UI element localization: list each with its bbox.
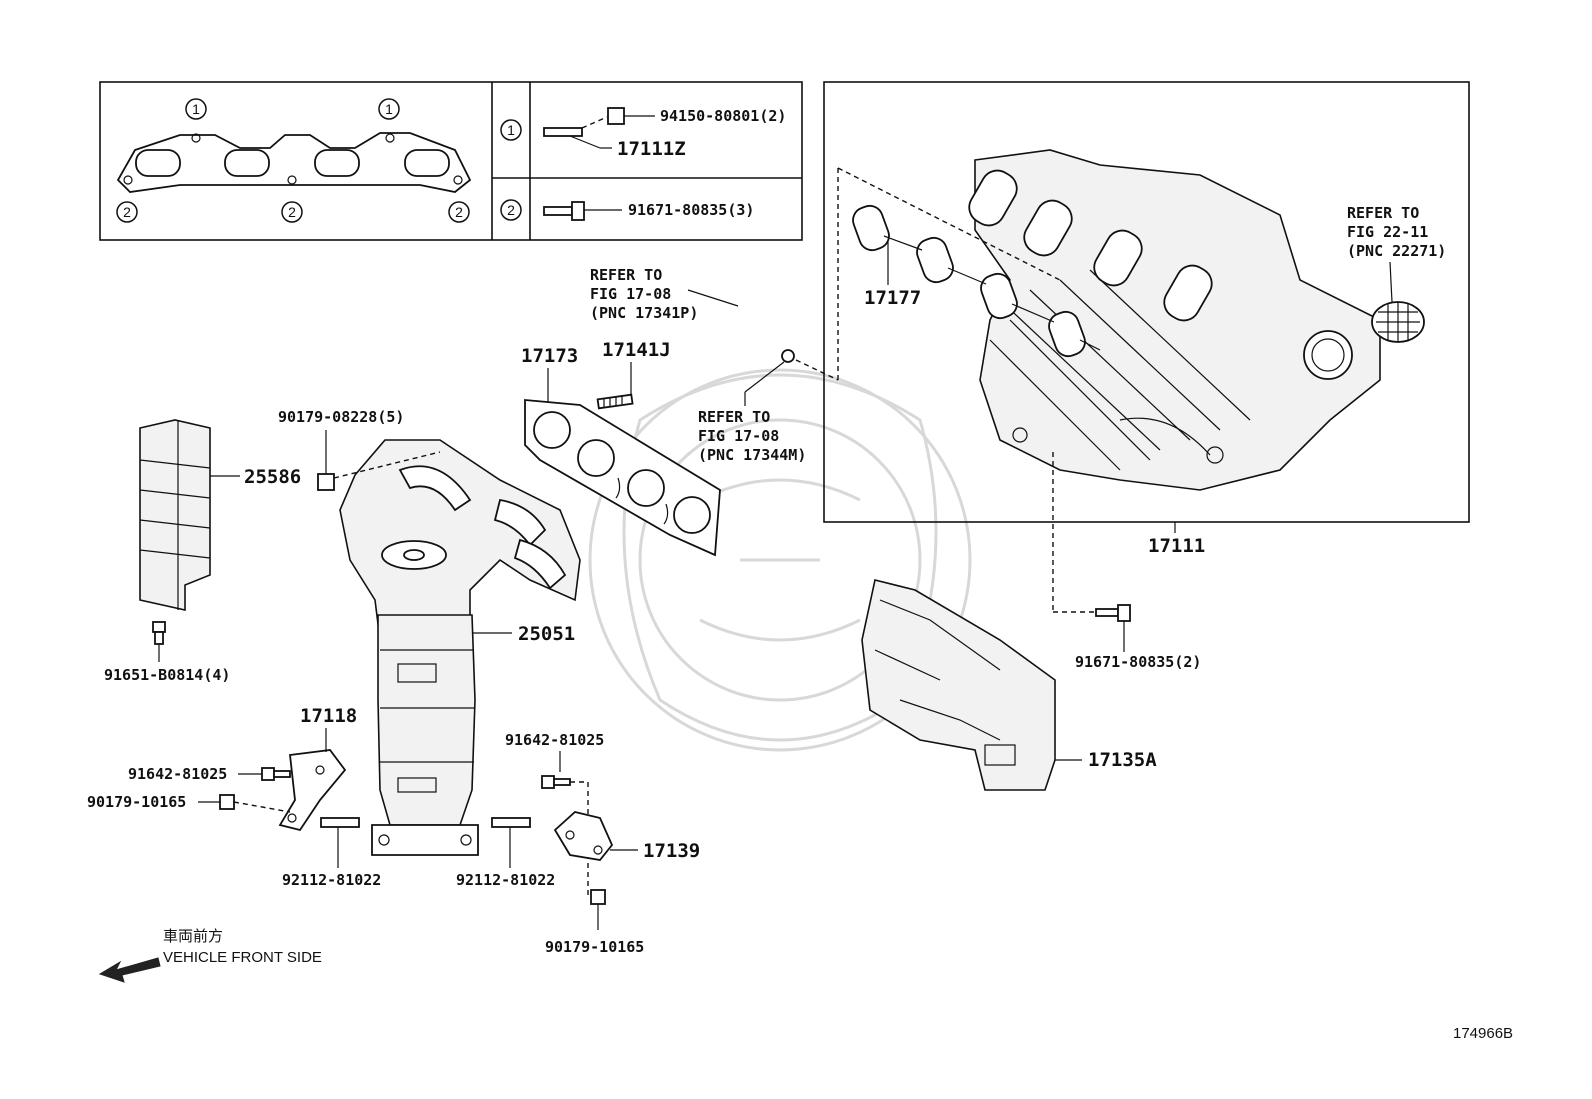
- label-90179-10165-left: 90179-10165: [87, 793, 186, 811]
- intake-manifold-box: 17177 REFER TO FIG 22-11 (PNC 22271): [823, 81, 1470, 523]
- label-91671-80835-2: 91671-80835(2): [1075, 653, 1201, 671]
- label-17111: 17111: [1148, 535, 1205, 557]
- stud-92112-81022-right: [491, 817, 531, 828]
- vehicle-front-jp: 車両前方: [163, 928, 223, 945]
- refer-to-22-11-line2: FIG 22-11: [1347, 223, 1428, 241]
- refer-to-17344m-line2: FIG 17-08: [698, 427, 779, 445]
- refer-to-22-11-line1: REFER TO: [1347, 204, 1419, 222]
- label-91642-81025-right: 91642-81025: [505, 731, 604, 749]
- legend-row-2: 2 91671-80835(3): [500, 199, 754, 221]
- label-91671-80835-3: 91671-80835(3): [628, 201, 754, 219]
- callout-circle-2b: 2: [281, 201, 303, 223]
- label-17177: 17177: [864, 287, 921, 309]
- svg-text:2: 2: [507, 202, 515, 218]
- refer-to-17341p-line1: REFER TO: [590, 266, 662, 284]
- svg-text:2: 2: [123, 204, 131, 220]
- svg-text:1: 1: [192, 101, 200, 117]
- vehicle-front-arrow: [98, 957, 161, 983]
- exhaust-gasket-17173: [524, 399, 721, 557]
- label-94150-80801: 94150-80801(2): [660, 107, 786, 125]
- manifold-insulator-17135a: [861, 579, 1056, 791]
- intake-gaskets-17177: [852, 204, 1101, 358]
- label-25586: 25586: [244, 466, 301, 488]
- callout-circle-2c: 2: [448, 201, 470, 223]
- callout-circle-1a: 1: [185, 98, 207, 120]
- intake-manifold: [968, 149, 1381, 491]
- label-17135a: 17135A: [1088, 749, 1157, 771]
- label-91642-81025-left: 91642-81025: [128, 765, 227, 783]
- label-17173: 17173: [521, 345, 578, 367]
- svg-text:2: 2: [455, 204, 463, 220]
- bracket-17139: [553, 811, 614, 861]
- bracket-17118: [278, 749, 347, 832]
- figure-id: 174966B: [1453, 1025, 1513, 1042]
- svg-text:1: 1: [385, 101, 393, 117]
- bolt-91651-b0814: [152, 621, 166, 645]
- exhaust-manifold-25051: [339, 439, 581, 856]
- refer-to-17341p-line3: (PNC 17341P): [590, 304, 698, 322]
- vehicle-front-en: VEHICLE FRONT SIDE: [163, 949, 322, 966]
- pcv-hose: [726, 283, 795, 363]
- gasket-outline: [116, 132, 472, 193]
- throttle-gasket-screen: [1371, 301, 1425, 343]
- bolt-91642-81025-right: [541, 775, 571, 789]
- label-17118: 17118: [300, 705, 357, 727]
- heat-insulator-25586: [139, 419, 211, 611]
- nut-90179-10165-left: [219, 794, 235, 810]
- refer-to-22-11-line3: (PNC 22271): [1347, 242, 1446, 260]
- label-90179-08228-5: 90179-08228(5): [278, 408, 404, 426]
- label-92112-81022-left: 92112-81022: [282, 871, 381, 889]
- stud-17141j: [596, 393, 634, 410]
- gasket-legend-box: 1 1 2 2 2 1 94150-80801(2): [99, 81, 803, 241]
- svg-text:2: 2: [288, 204, 296, 220]
- label-90179-10165-right: 90179-10165: [545, 938, 644, 956]
- refer-to-17341p-line2: FIG 17-08: [590, 285, 671, 303]
- label-17139: 17139: [643, 840, 700, 862]
- stud-92112-81022-left: [320, 817, 360, 828]
- callout-circle-2a: 2: [116, 201, 138, 223]
- callout-circle-1b: 1: [378, 98, 400, 120]
- label-92112-81022-right: 92112-81022: [456, 871, 555, 889]
- nut-90179-10165-right: [590, 889, 606, 905]
- nut-90179-08228: [317, 473, 335, 491]
- label-17111z: 17111Z: [617, 138, 686, 160]
- label-91651-b0814-4: 91651-B0814(4): [104, 666, 230, 684]
- refer-to-17344m-line3: (PNC 17344M): [698, 446, 806, 464]
- legend-row-1: 1 94150-80801(2) 17111Z: [500, 107, 786, 160]
- label-25051: 25051: [518, 623, 575, 645]
- svg-text:1: 1: [507, 122, 515, 138]
- label-17141j: 17141J: [602, 339, 671, 361]
- bolt-91642-81025-left: [261, 767, 291, 781]
- refer-to-17344m-line1: REFER TO: [698, 408, 770, 426]
- bolt-91671-80835-2: [1095, 604, 1131, 622]
